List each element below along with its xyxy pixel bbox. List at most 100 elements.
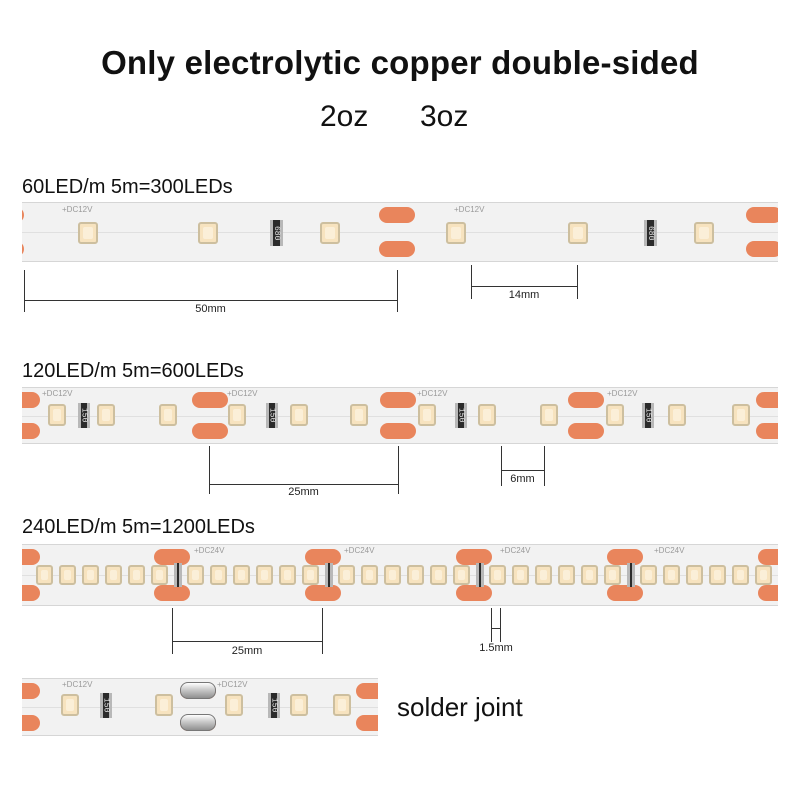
led-chip (361, 565, 378, 585)
measure-tick (322, 608, 323, 654)
strip-silk-label: +DC12V (62, 680, 93, 689)
led-chip (568, 222, 588, 244)
led-chip (430, 565, 447, 585)
solder-pad (758, 549, 778, 565)
solder-pad (22, 585, 40, 601)
led-chip (535, 565, 552, 585)
led-chip (59, 565, 76, 585)
strip-silk-label: +DC12V (42, 389, 73, 398)
solder-pad (746, 207, 778, 223)
led-chip (686, 565, 703, 585)
resistor: 150 (266, 403, 278, 428)
led-chip (302, 565, 319, 585)
solder-pad (746, 241, 778, 257)
measure-label-14mm: 14mm (508, 289, 540, 301)
solder-pad (758, 585, 778, 601)
led-chip (478, 404, 496, 426)
resistor: 150 (455, 403, 467, 428)
led-chip (61, 694, 79, 716)
led-chip (558, 565, 575, 585)
led-chip (290, 404, 308, 426)
resistor: 150 (268, 693, 280, 718)
led-chip (540, 404, 558, 426)
solder-pad (22, 549, 40, 565)
measure-line-25mm (209, 484, 398, 485)
measure-tick (397, 270, 398, 312)
solder-pad (379, 207, 415, 223)
solder-pad (305, 549, 341, 565)
measure-line-1-5mm (491, 628, 500, 629)
strip-silk-label: +DC24V (344, 546, 375, 555)
strip-240-label: 240LED/m 5m=1200LEDs (22, 516, 255, 538)
solder-pad (22, 423, 40, 439)
resistor: 150 (100, 693, 112, 718)
strip-silk-label: +DC12V (227, 389, 258, 398)
led-chip (198, 222, 218, 244)
solder-joint-label: solder joint (397, 692, 523, 722)
strip-silk-label: +DC12V (607, 389, 638, 398)
measure-label-6mm: 6mm (510, 473, 535, 485)
led-chip (233, 565, 250, 585)
solder-pad (22, 241, 24, 257)
measure-tick (471, 265, 472, 299)
led-chip (581, 565, 598, 585)
solder-joint (180, 682, 216, 699)
strip-60-label: 60LED/m 5m=300LEDs (22, 176, 233, 198)
measure-label-50mm: 50mm (195, 303, 226, 315)
led-chip (640, 565, 657, 585)
strip-silk-label: +DC12V (417, 389, 448, 398)
solder-pad (380, 392, 416, 408)
led-chip (694, 222, 714, 244)
solder-pad (192, 423, 228, 439)
resistor (174, 563, 182, 587)
solder-pad (456, 585, 492, 601)
led-strip-240: +DC24V +DC24V +DC24V +DC24V (22, 544, 778, 606)
led-chip (338, 565, 355, 585)
solder-pad (22, 207, 24, 223)
solder-pad (22, 683, 40, 699)
strip-silk-label: +DC12V (62, 205, 93, 214)
measure-tick (209, 446, 210, 494)
led-chip (418, 404, 436, 426)
solder-joint (180, 714, 216, 731)
led-chip (155, 694, 173, 716)
led-chip (446, 222, 466, 244)
solder-pad (192, 392, 228, 408)
strip-silk-label: +DC24V (500, 546, 531, 555)
oz-option-2: 2oz (320, 100, 369, 133)
resistor (476, 563, 484, 587)
led-chip (663, 565, 680, 585)
strip-silk-label: +DC12V (217, 680, 248, 689)
oz-option-3: 3oz (420, 100, 469, 133)
resistor (627, 563, 635, 587)
measure-tick (24, 270, 25, 312)
solder-pad (22, 715, 40, 731)
measure-label-25mm: 25mm (288, 486, 319, 498)
solder-pad (154, 549, 190, 565)
resistor: 150 (78, 403, 90, 428)
led-chip (159, 404, 177, 426)
led-chip (512, 565, 529, 585)
led-chip (151, 565, 168, 585)
solder-pad (607, 585, 643, 601)
led-chip (97, 404, 115, 426)
resistor (325, 563, 333, 587)
led-chip (384, 565, 401, 585)
strip-trace (22, 707, 378, 708)
solder-pad (756, 392, 778, 408)
led-chip (290, 694, 308, 716)
measure-line-25mm (172, 641, 322, 642)
solder-pad (568, 423, 604, 439)
solder-pad (568, 392, 604, 408)
resistor: 680 (270, 220, 283, 246)
solder-pad (356, 715, 378, 731)
measure-label-25mm: 25mm (231, 645, 263, 657)
strip-silk-label: +DC12V (454, 205, 485, 214)
measure-tick (172, 608, 173, 654)
measure-tick (577, 265, 578, 299)
solder-pad (154, 585, 190, 601)
led-chip (78, 222, 98, 244)
page-title: Only electrolytic copper double-sided (101, 44, 699, 81)
measure-tick (491, 608, 492, 642)
